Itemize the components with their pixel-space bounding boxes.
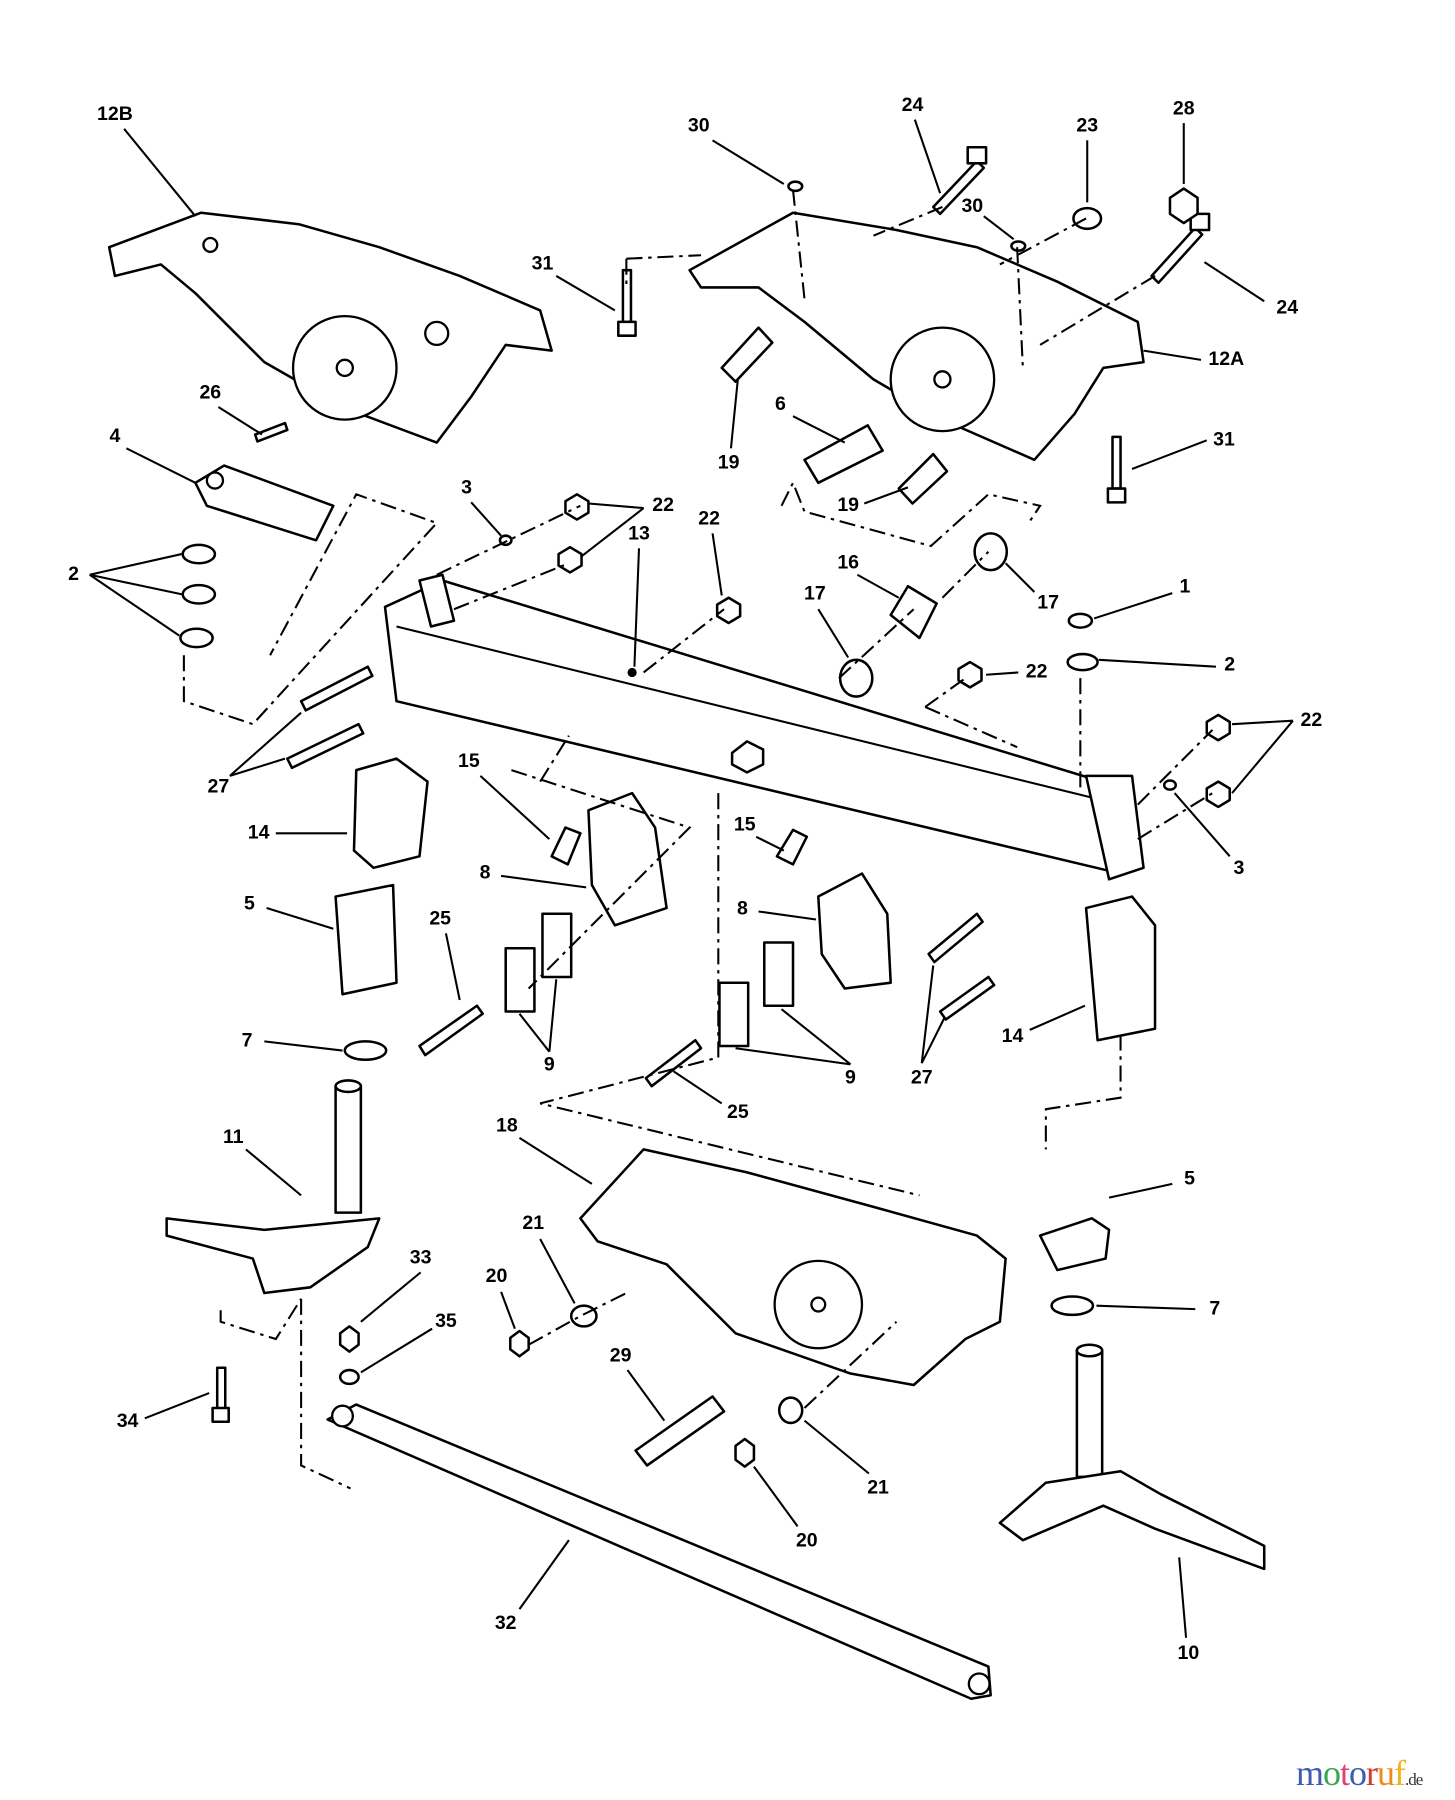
assembly-lines bbox=[182, 189, 1214, 1490]
callout-label: 19 bbox=[718, 451, 740, 473]
callout-label: 23 bbox=[1076, 115, 1098, 137]
callout-label: 29 bbox=[610, 1344, 632, 1366]
callout-label: 27 bbox=[911, 1066, 933, 1088]
callout-label: 15 bbox=[734, 813, 756, 835]
callout-label: 7 bbox=[1209, 1297, 1220, 1319]
watermark-logo: motoruf.de bbox=[1296, 1753, 1423, 1793]
callout-label: 17 bbox=[1037, 592, 1059, 614]
callout-label: 18 bbox=[496, 1115, 518, 1137]
hardware-middle bbox=[334, 757, 1157, 1317]
callout-label: 21 bbox=[522, 1212, 544, 1234]
callout-label: 7 bbox=[242, 1030, 253, 1052]
callout-label: 20 bbox=[486, 1265, 508, 1287]
callout-label: 13 bbox=[628, 523, 650, 545]
callout-label: 24 bbox=[1276, 296, 1298, 318]
callout-label: 20 bbox=[796, 1529, 818, 1551]
hardware-left bbox=[179, 421, 335, 649]
callout-label: 5 bbox=[1184, 1167, 1195, 1189]
callout-label: 22 bbox=[1026, 661, 1048, 683]
callout-label: 28 bbox=[1173, 97, 1195, 119]
callout-label: 14 bbox=[1002, 1025, 1024, 1047]
callout-label: 19 bbox=[837, 494, 859, 516]
callout-label: 32 bbox=[495, 1612, 517, 1634]
callout-label: 2 bbox=[1224, 654, 1235, 676]
axle-beam-13 bbox=[383, 573, 1145, 881]
callout-label: 31 bbox=[1213, 428, 1235, 450]
callout-label: 34 bbox=[117, 1410, 139, 1432]
callout-label: 33 bbox=[410, 1247, 432, 1269]
callout-label: 25 bbox=[429, 908, 451, 930]
callout-label: 2 bbox=[68, 563, 79, 585]
callout-label: 12B bbox=[97, 103, 133, 125]
callout-label: 35 bbox=[435, 1310, 457, 1332]
callout-label: 30 bbox=[961, 195, 983, 217]
callout-label: 14 bbox=[248, 821, 270, 843]
callout-label: 11 bbox=[223, 1126, 244, 1148]
spindles bbox=[165, 1079, 1266, 1571]
callout-label: 25 bbox=[727, 1101, 749, 1123]
callout-label: 3 bbox=[461, 477, 472, 499]
bracket-12b bbox=[107, 211, 553, 444]
callout-label: 12A bbox=[1208, 348, 1244, 370]
callout-label: 5 bbox=[244, 893, 255, 915]
callout-label: 9 bbox=[544, 1054, 555, 1076]
callout-label: 1 bbox=[1179, 576, 1190, 598]
callout-label: 27 bbox=[208, 776, 230, 798]
callout-label: 17 bbox=[804, 582, 826, 604]
callout-label: 10 bbox=[1178, 1642, 1200, 1664]
bracket-18 bbox=[579, 1148, 1007, 1387]
bracket-12a bbox=[688, 211, 1145, 462]
callout-label: 16 bbox=[837, 551, 859, 573]
callout-label: 8 bbox=[480, 862, 491, 884]
callout-label: 22 bbox=[698, 508, 720, 530]
callout-label: 22 bbox=[652, 494, 674, 516]
callout-label: 30 bbox=[688, 115, 710, 137]
callout-label: 8 bbox=[737, 897, 748, 919]
callout-label: 26 bbox=[199, 381, 221, 403]
callouts: 12B 30 24 23 28 31 30 24 12A 26 4 3 22 2… bbox=[68, 94, 1322, 1664]
callout-label: 24 bbox=[902, 94, 924, 116]
callout-label: 22 bbox=[1300, 709, 1322, 731]
callout-label: 9 bbox=[845, 1066, 856, 1088]
callout-label: 6 bbox=[775, 393, 786, 415]
callout-label: 31 bbox=[532, 253, 554, 275]
callout-label: 21 bbox=[867, 1477, 889, 1499]
callout-label: 4 bbox=[109, 425, 120, 447]
callout-label: 3 bbox=[1234, 857, 1245, 879]
callout-label: 15 bbox=[458, 750, 480, 772]
drag-link-32 bbox=[211, 1304, 992, 1701]
hardware-top bbox=[617, 145, 1211, 505]
